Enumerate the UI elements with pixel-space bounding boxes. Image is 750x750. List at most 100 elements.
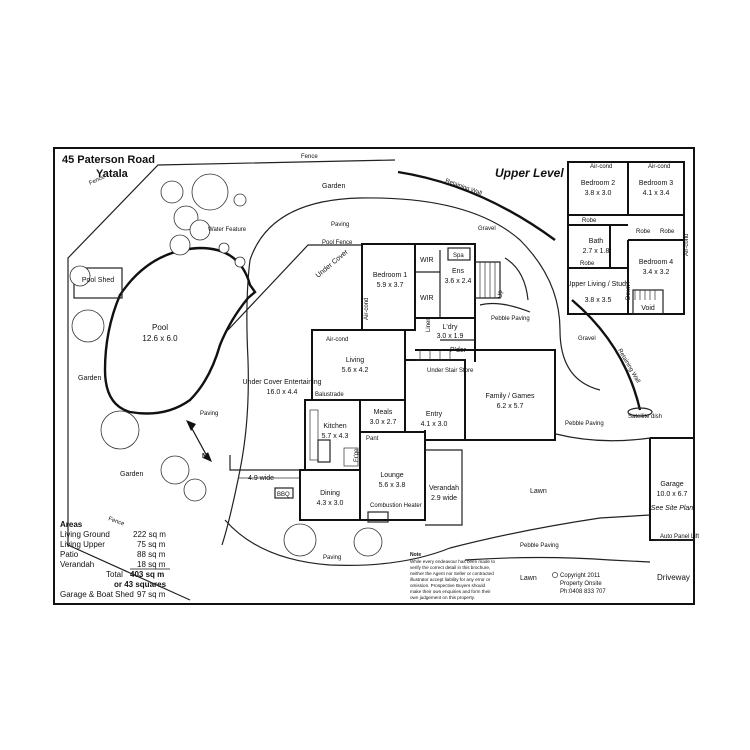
family-name: Family / Games [485, 393, 535, 400]
water-feature-label: Water Feature [208, 227, 247, 233]
bed4-dims: 3.4 x 3.2 [643, 269, 670, 276]
garage-wall [649, 438, 694, 541]
garage-name: Garage [660, 481, 683, 488]
bath-dims: 2.7 x 1.8 [583, 248, 610, 255]
retaining-wall-north [397, 170, 556, 241]
retaining-wall-label-1: Retaining Wall [444, 178, 482, 197]
copyright-block: Copyright 2011 Property Onsite Ph:0408 8… [552, 572, 606, 595]
garage-area-label: Garage & Boat Shed [60, 590, 134, 599]
entry-name: Entry [426, 411, 443, 418]
living-name: Living [346, 357, 364, 364]
squares-label: or 43 squares [114, 580, 167, 589]
lounge-name: Lounge [380, 472, 403, 479]
north-arrow-icon [186, 420, 212, 462]
garden-label-bottom: Garden [120, 471, 143, 478]
entry-dims: 4.1 x 3.0 [421, 421, 448, 428]
up-label: Up [498, 290, 504, 298]
area-row-label: Living Ground [60, 530, 110, 539]
balustrade-label: Balustrade [315, 392, 344, 398]
wir-label-1: WIR [420, 257, 434, 264]
verandah-dims: 2.9 wide [431, 495, 457, 502]
retaining-wall-label-2: Retaining Wall [616, 348, 640, 384]
robe-label-3: Robe [660, 229, 675, 235]
paving-edge-south [224, 514, 651, 566]
driveway-label: Driveway [657, 573, 690, 582]
verandah-name: Verandah [429, 485, 459, 492]
pebble-paving-edge [555, 433, 651, 442]
ens-dims: 3.6 x 2.4 [445, 278, 472, 285]
lounge-dims: 5.6 x 3.8 [379, 482, 406, 489]
fence-label-bottom: Fence [107, 516, 125, 528]
pebble-paving-label-3: Pebble Paving [520, 543, 559, 549]
fridge-label: Fr'ge [354, 448, 360, 462]
family-dims: 6.2 x 5.7 [497, 403, 524, 410]
gravel-edge [249, 197, 601, 391]
copyright-icon [552, 572, 558, 578]
under-cover-label: Under Cover [315, 248, 350, 279]
copyright-line1: Copyright 2011 [560, 573, 601, 579]
note-line: omission. Prospective Buyers should [410, 583, 486, 588]
area-row-value: 222 sq m [133, 530, 166, 539]
combustion-label: Combustion Heater [370, 503, 422, 509]
note-line: While every endeavour has been made to [410, 559, 495, 564]
spa-label: Spa [453, 253, 464, 259]
garage-dims: 10.0 x 6.7 [657, 491, 688, 498]
area-row-label: Living Upper [60, 540, 105, 549]
aircond-label-bed3: Air-cond [648, 164, 670, 170]
note-heading: Note [410, 552, 421, 558]
lawn-edge [464, 556, 651, 563]
north-label: N [202, 453, 207, 460]
title-line1: 45 Paterson Road [62, 154, 155, 166]
fence-label-top: Fence [301, 154, 318, 160]
gravel-label-top: Gravel [478, 226, 496, 232]
meals-dims: 3.0 x 2.7 [370, 419, 397, 426]
total-value: 403 sq m [130, 570, 164, 579]
bed4-name: Bedroom 4 [639, 259, 673, 266]
dining-name: Dining [320, 490, 340, 497]
undercover-dims: 16.0 x 4.4 [267, 389, 298, 396]
bedroom1-name: Bedroom 1 [373, 272, 407, 279]
lawn-label-1: Lawn [530, 488, 547, 495]
pool-fence [227, 244, 362, 331]
gravel-path [504, 257, 529, 301]
width-line [229, 455, 300, 471]
garden-edge-west [239, 259, 251, 471]
aircond-label-living: Air-cond [326, 337, 348, 343]
bed3-dims: 4.1 x 3.4 [643, 190, 670, 197]
pder-label: P'der [450, 347, 467, 354]
note-line: verify the correct detail in this brochu… [410, 565, 490, 570]
house-walls [274, 243, 556, 526]
retaining-wall-east [571, 299, 642, 411]
robe-label-1: Robe [582, 218, 597, 224]
gravel-label-right: Gravel [578, 336, 596, 342]
meals-name: Meals [374, 409, 393, 416]
copyright-line3: Ph:0408 833 707 [560, 589, 606, 595]
satellite-dish-icon [627, 407, 653, 417]
robe-label-4: Robe [580, 261, 595, 267]
pantry-label: Pant [366, 436, 379, 442]
upperliving-dims: 3.8 x 3.5 [585, 297, 612, 304]
kitchen-name: Kitchen [323, 423, 346, 430]
robe-label-2: Robe [636, 229, 651, 235]
down-label: Down [626, 285, 632, 300]
bath-name: Bath [589, 238, 604, 245]
bed2-name: Bedroom 2 [581, 180, 615, 187]
note-line: make their own enquiries and form their [410, 589, 491, 594]
fence-line-west [67, 159, 396, 468]
pebble-paving-label-2: Pebble Paving [565, 421, 604, 427]
lawn-label-2: Lawn [520, 575, 537, 582]
paving-label-left: Paving [200, 411, 218, 417]
note-line: own judgement on this property. [410, 595, 475, 600]
satellite-dish-label: Satellite dish [628, 414, 662, 420]
garden-edge-south [221, 469, 241, 546]
pool-fence-label: Pool Fence [322, 240, 353, 246]
upper-level-heading: Upper Level [495, 166, 564, 180]
plan-border [53, 147, 695, 605]
void-label: Void [641, 305, 655, 312]
pool-outline [103, 246, 257, 415]
width-label: 4.9 wide [248, 475, 274, 482]
area-row-value: 88 sq m [137, 550, 166, 559]
copyright-line2: Property Onsite [560, 581, 602, 587]
dining-dims: 4.3 x 3.0 [317, 500, 344, 507]
